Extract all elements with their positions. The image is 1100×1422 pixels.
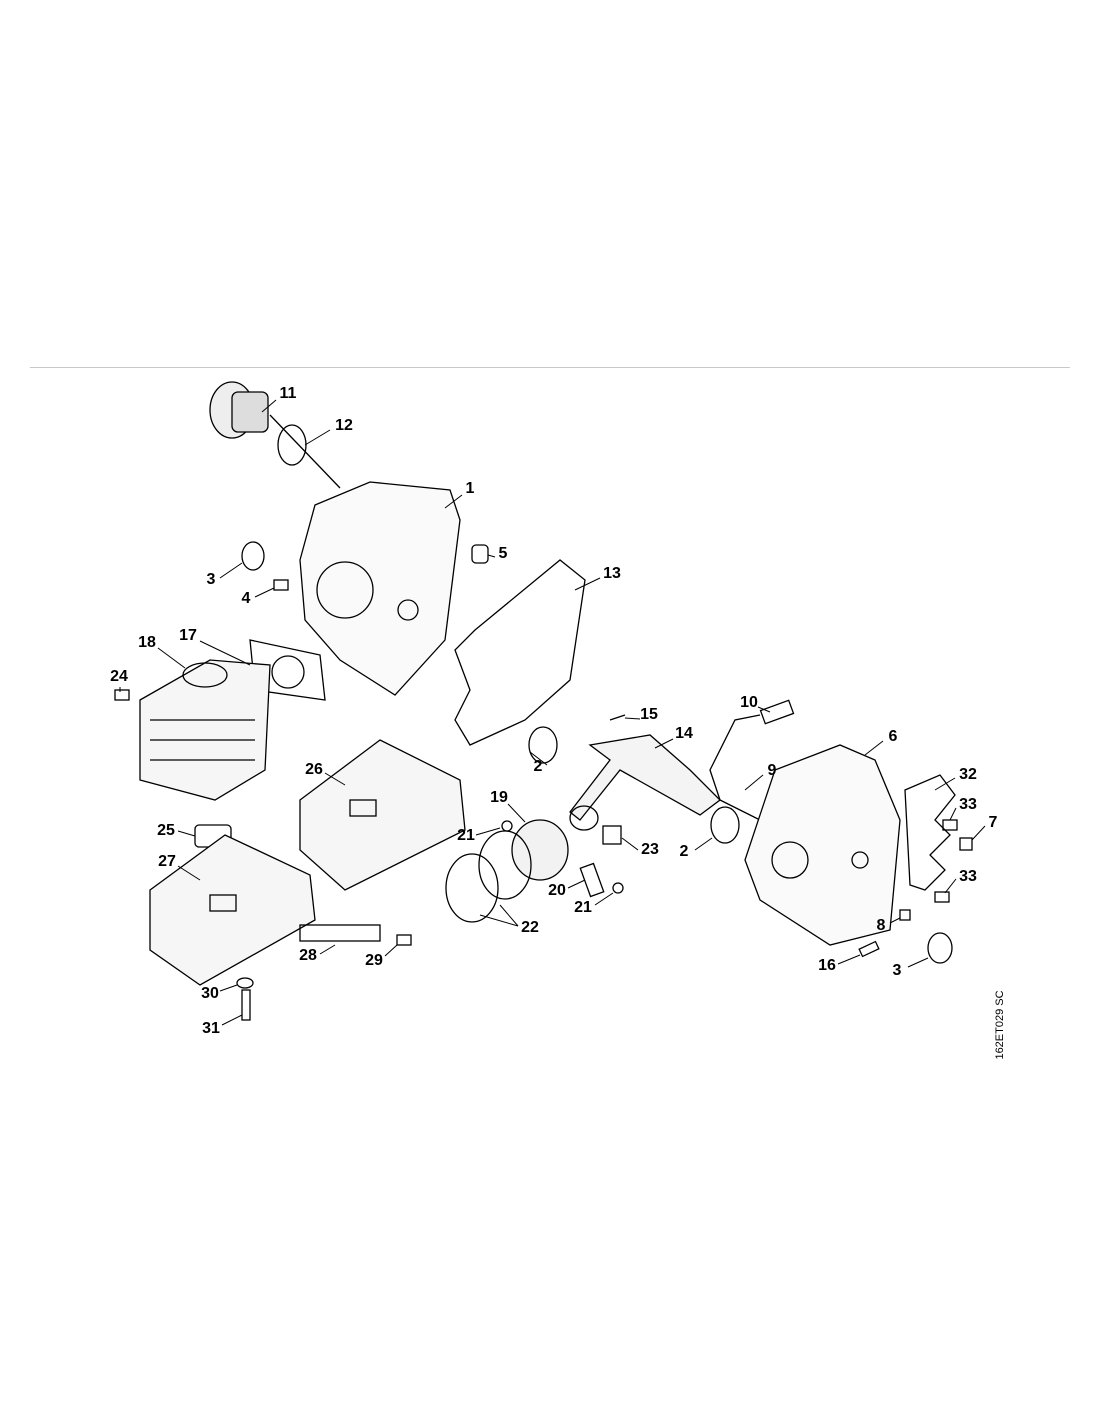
callout-21: 21 [457,827,475,844]
callout-17: 17 [179,627,197,644]
part-crankshaft [569,734,721,821]
part-muffler-26 [299,739,466,891]
part-sleeve [471,544,489,564]
callout-3: 3 [206,571,216,588]
part-cylinder [139,659,271,801]
part-washer [236,977,254,989]
callout-23: 23 [641,841,659,858]
callout-20: 20 [548,882,566,899]
part-circlip [612,882,624,894]
callout-2: 2 [533,758,543,775]
callout-8: 8 [876,917,886,934]
part-valve [759,699,795,725]
callout-24: 24 [110,668,128,685]
part-muffler-27 [149,834,316,986]
part-key [609,714,626,721]
part-screw [241,989,251,1021]
page-divider [30,367,1070,368]
callout-1: 1 [465,480,475,497]
part-ball-bearing [528,726,558,764]
part-nut [899,909,911,921]
callout-13: 13 [603,565,621,582]
callout-10: 10 [740,694,758,711]
drawing-code: 162ET029 SC [994,990,1006,1060]
callout-leader-lines [119,399,986,1026]
callout-27: 27 [158,853,176,870]
callout-31: 31 [202,1020,220,1037]
callout-26: 26 [305,761,323,778]
callout-7: 7 [988,814,998,831]
callout-12: 12 [335,417,353,434]
callout-11: 11 [279,385,297,402]
callout-33: 33 [959,796,977,813]
part-circlip [501,820,513,832]
callout-2b: 2 [679,843,689,860]
part-oil-seal [241,541,265,571]
callout-30: 30 [201,985,219,1002]
part-crankcase-left [299,481,461,696]
part-bumper-spike [904,774,956,891]
part-crankcase-right [744,744,901,946]
callout-32: 32 [959,766,977,783]
part-nut [959,837,973,851]
part-spark-arrestor [299,924,381,942]
callout-16: 16 [818,957,836,974]
callout-22: 22 [521,919,539,936]
callout-9: 9 [767,762,777,779]
callout-21b: 21 [574,899,592,916]
callout-19: 19 [490,789,508,806]
part-oil-hose [709,714,771,826]
part-gasket [454,559,586,746]
callout-6: 6 [888,728,898,745]
part-o-ring [277,424,307,466]
part-screw [396,934,412,946]
part-piston-ring [445,853,499,923]
part-ball-bearing [710,806,740,844]
callout-5: 5 [498,545,508,562]
callout-15: 15 [640,706,658,723]
callout-28: 28 [299,947,317,964]
callout-3b: 3 [892,962,902,979]
part-screw [114,689,130,701]
part-screw [273,579,289,591]
callout-25: 25 [157,822,175,839]
part-screw [942,819,958,831]
part-oil-pump [209,381,341,489]
callout-18: 18 [138,634,156,651]
callout-29: 29 [365,952,383,969]
callout-33b: 33 [959,868,977,885]
part-screw [934,891,950,903]
callout-4: 4 [241,590,251,607]
part-piston [511,819,569,881]
callout-14: 14 [675,725,693,742]
part-piston-pin [579,862,605,898]
part-oil-seal [927,932,953,964]
part-needle-cage [602,825,622,845]
part-screw [858,940,880,958]
